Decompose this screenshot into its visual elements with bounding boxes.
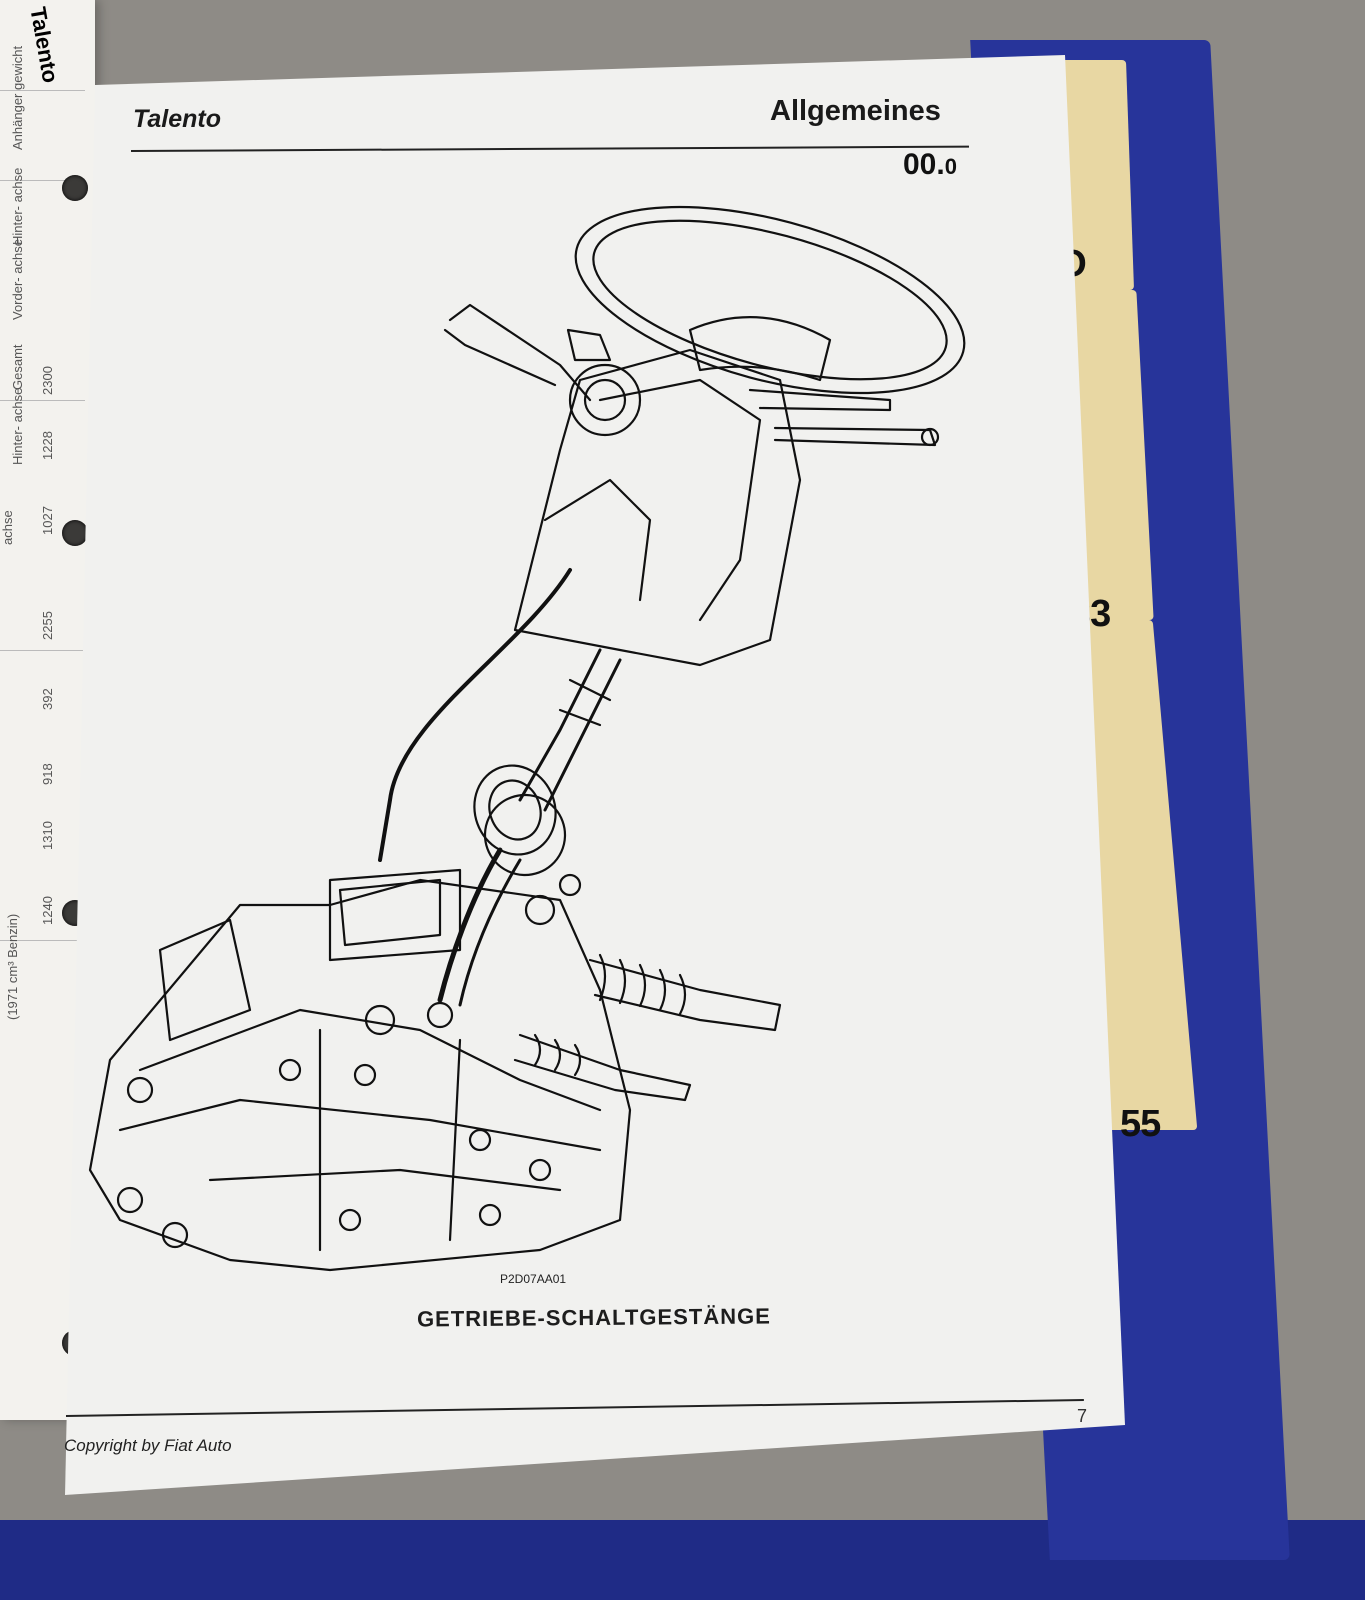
page-number: 7	[1077, 1406, 1088, 1426]
section-number-sub: 0	[944, 154, 957, 179]
shift-cable	[378, 568, 572, 862]
table-rule	[0, 180, 85, 181]
binder-hole	[62, 175, 88, 201]
copyright-notice: Copyright by Fiat Auto	[64, 1436, 232, 1455]
steering-column-shroud	[513, 348, 802, 667]
section-number-main: 00.	[903, 148, 945, 181]
column-collar	[568, 363, 642, 437]
binder-hole	[62, 520, 88, 546]
drive-shaft-right	[588, 953, 782, 1032]
stalk-right	[748, 388, 940, 447]
header-model: Talento	[133, 105, 221, 133]
figure-caption: GETRIEBE-SCHALTGESTÄNGE	[416, 1303, 771, 1332]
manual-page	[65, 55, 1125, 1495]
drive-shaft-lower	[513, 1033, 692, 1102]
tab-label-55: 55	[1120, 1103, 1161, 1145]
steering-wheel	[574, 205, 966, 395]
table-rule	[0, 650, 85, 651]
gearbox-housing	[88, 868, 632, 1272]
table-rule	[0, 90, 85, 91]
table-rule	[0, 940, 85, 941]
header-section-title: Allgemeines	[770, 95, 941, 127]
figure-code: P2D07AA01	[500, 1272, 567, 1286]
gear-lever-boot	[473, 764, 567, 877]
table-rule	[0, 400, 85, 401]
stalk-left	[443, 303, 612, 402]
section-number: 00.0	[903, 148, 957, 182]
